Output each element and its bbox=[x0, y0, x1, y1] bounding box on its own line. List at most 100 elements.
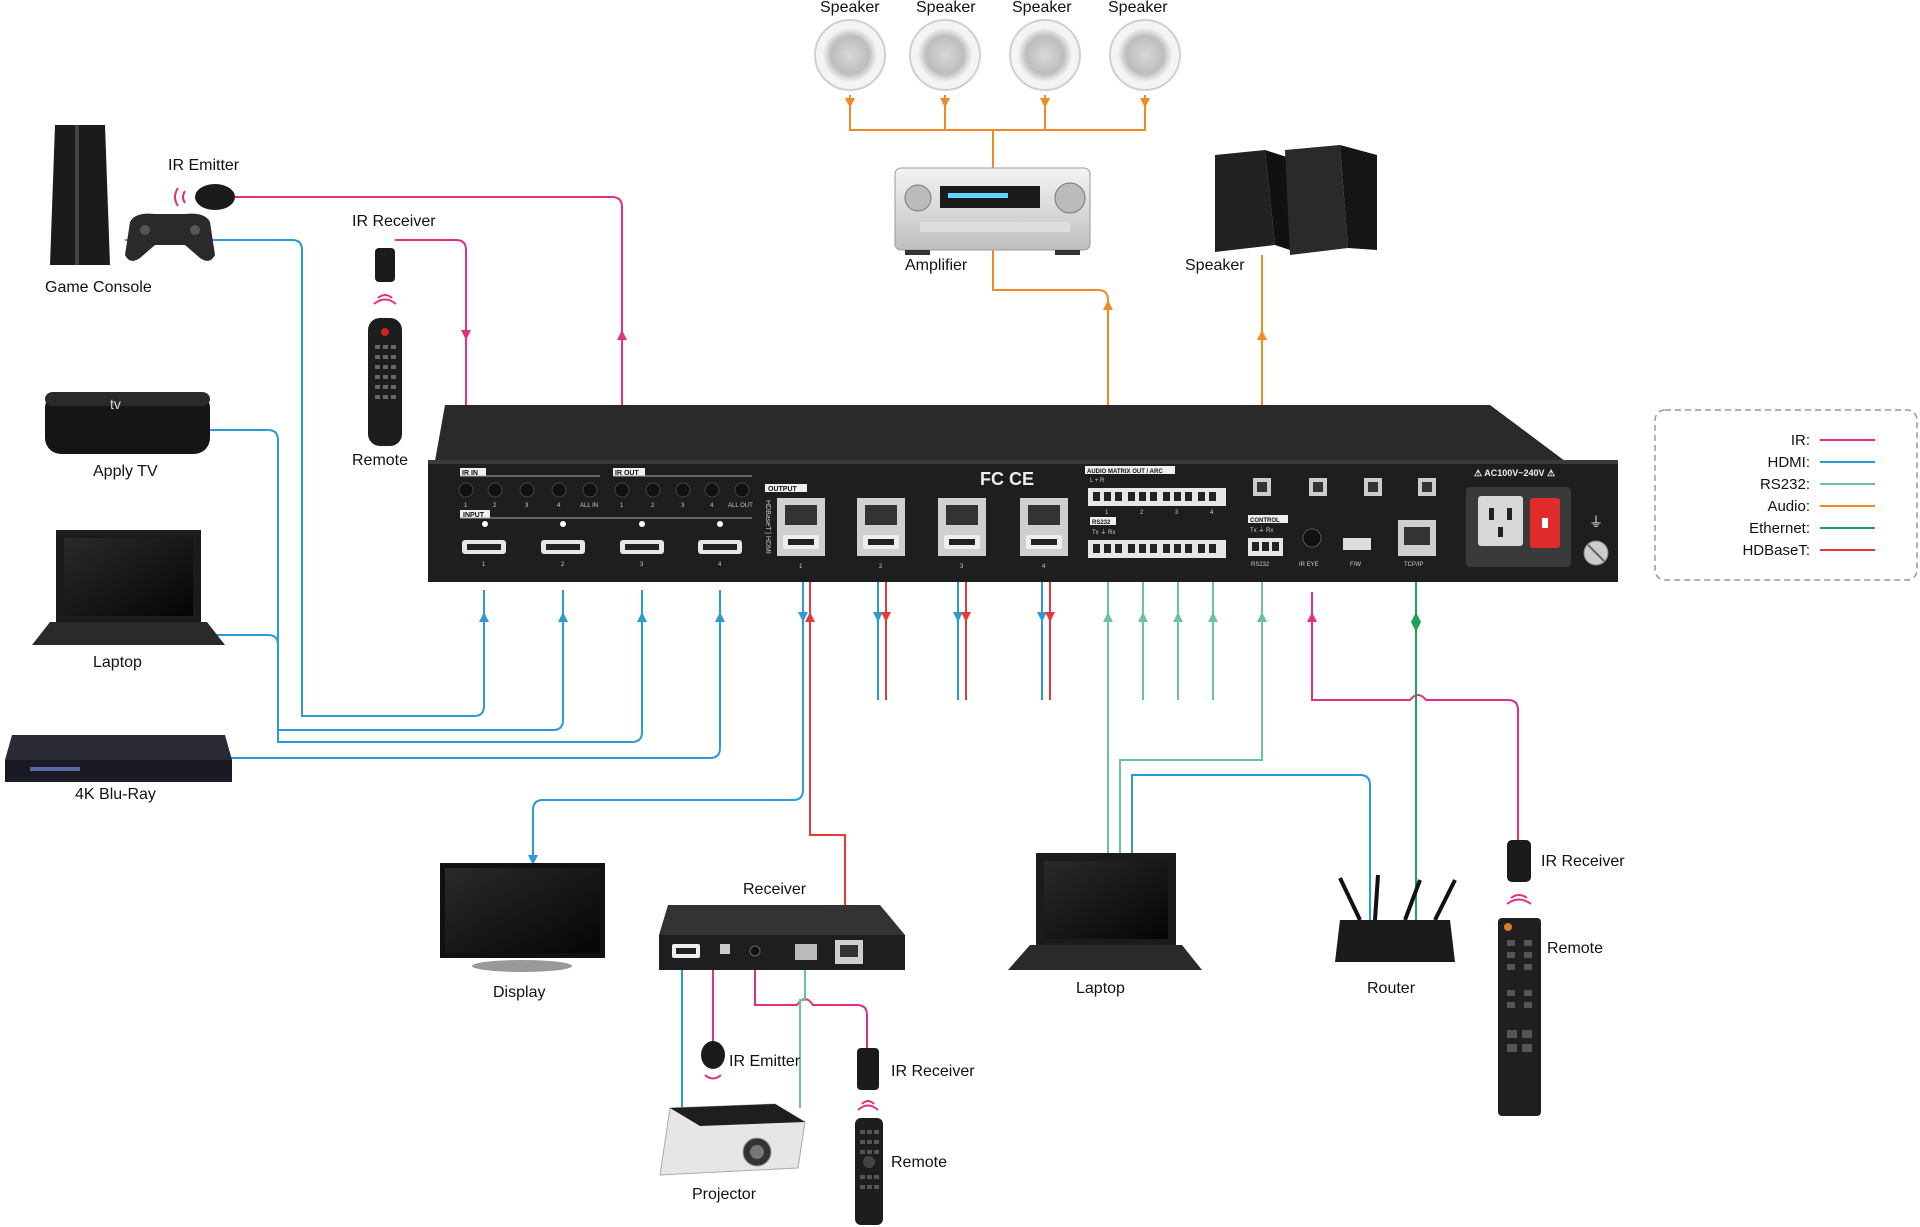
ir-out-label: IR OUT bbox=[615, 470, 639, 477]
ir-emitter-top: IR Emitter bbox=[168, 157, 240, 210]
remote-top: Remote bbox=[352, 318, 408, 469]
bluray-player: 4K Blu-Ray bbox=[5, 735, 232, 803]
audio-port-1: 1 bbox=[1105, 510, 1109, 516]
ir-receiver-top-label: IR Receiver bbox=[352, 213, 436, 230]
fw-label: F/W bbox=[1350, 562, 1361, 568]
ir-in-ports bbox=[458, 482, 598, 498]
output-port-3: 3 bbox=[960, 564, 964, 570]
input-label: INPUT bbox=[463, 512, 485, 519]
legend-items: IR: HDMI: RS232: Audio: Ethernet: HDBaseT: bbox=[1742, 432, 1875, 559]
ir-out-ports bbox=[614, 482, 750, 498]
router: Router bbox=[1335, 874, 1457, 997]
projector-label: Projector bbox=[692, 1186, 757, 1203]
remote-top-label: Remote bbox=[352, 452, 408, 469]
power-rating-label: ⚠ AC100V~240V ⚠ bbox=[1474, 468, 1555, 478]
speaker-label-1: Speaker bbox=[820, 0, 880, 16]
control-rs232-port: RS232 bbox=[1251, 562, 1270, 568]
apple-tv-logo: tv bbox=[110, 396, 121, 412]
control-tx-rx: Tx ⏚ Rx bbox=[1250, 527, 1273, 534]
laptop-bottom-label: Laptop bbox=[1076, 980, 1125, 997]
hdmi-input-ports bbox=[462, 521, 742, 554]
ir-receiver-right-label: IR Receiver bbox=[1541, 853, 1625, 870]
ir-in-port-3: 3 bbox=[525, 503, 529, 509]
ir-out-port-4: 4 bbox=[710, 503, 714, 509]
input-port-4: 4 bbox=[718, 562, 722, 568]
optical-audio-ports bbox=[1253, 478, 1436, 496]
amplifier-label: Amplifier bbox=[905, 257, 968, 274]
control-label: CONTROL bbox=[1250, 518, 1280, 524]
fc-ce-mark: FC CE bbox=[980, 469, 1034, 489]
ceiling-speaker-1: Speaker bbox=[814, 0, 886, 91]
game-console: Game Console bbox=[45, 125, 215, 296]
ir-receiver-right: IR Receiver bbox=[1506, 840, 1625, 905]
ir-emitter-bottom: IR Emitter bbox=[701, 1041, 801, 1080]
remote-right: Remote bbox=[1498, 918, 1603, 1116]
speaker-label-3: Speaker bbox=[1012, 0, 1072, 16]
display: Display bbox=[440, 863, 605, 1001]
ir-receiver-top: IR Receiver bbox=[352, 213, 436, 305]
projector: Projector bbox=[659, 1103, 806, 1203]
ir-emitter-top-label: IR Emitter bbox=[168, 157, 240, 174]
ir-out-port-3: 3 bbox=[681, 503, 685, 509]
audio-terminal-blocks bbox=[1088, 488, 1226, 506]
rs232-terminal-blocks bbox=[1088, 540, 1226, 558]
ceiling-speaker-2: Speaker bbox=[909, 0, 981, 91]
input-port-1: 1 bbox=[482, 562, 486, 568]
rs232-tx-rx: Tx ⏚ Rx bbox=[1092, 529, 1115, 536]
hdbaset-receiver: Receiver bbox=[659, 881, 905, 970]
display-label: Display bbox=[493, 984, 545, 1001]
ir-out-port-all: ALL OUT bbox=[728, 503, 753, 509]
input-port-3: 3 bbox=[640, 562, 644, 568]
laptop-left: Laptop bbox=[32, 530, 225, 671]
ir-out-port-1: 1 bbox=[620, 503, 624, 509]
ir-in-port-4: 4 bbox=[557, 503, 561, 509]
ceiling-speaker-4: Speaker bbox=[1108, 0, 1181, 91]
ir-receiver-bottom: IR Receiver bbox=[857, 1048, 975, 1111]
ir-in-port-2: 2 bbox=[493, 503, 497, 509]
hdbaset-hdmi-label: HDBaseT | HDMI bbox=[764, 500, 771, 554]
ir-eye-port bbox=[1302, 528, 1322, 548]
audio-matrix-label: AUDIO MATRIX OUT / ARC bbox=[1087, 469, 1163, 475]
legend-label-1: HDMI: bbox=[1768, 454, 1811, 471]
speaker-pair-label: Speaker bbox=[1185, 257, 1245, 274]
ceiling-speaker-3: Speaker bbox=[1009, 0, 1081, 91]
apple-tv: tv Apply TV bbox=[45, 392, 210, 480]
ir-emitter-bottom-label: IR Emitter bbox=[729, 1053, 801, 1070]
ir-receiver-bottom-label: IR Receiver bbox=[891, 1063, 975, 1080]
hdbaset-output-ports bbox=[777, 498, 1068, 556]
audio-port-4: 4 bbox=[1210, 510, 1214, 516]
usb-fw-port bbox=[1343, 538, 1371, 550]
legend-label-5: HDBaseT: bbox=[1742, 542, 1810, 559]
bluray-label: 4K Blu-Ray bbox=[75, 786, 156, 803]
ir-in-port-all: ALL IN bbox=[580, 503, 598, 509]
output-port-1: 1 bbox=[799, 564, 803, 570]
output-label: OUTPUT bbox=[768, 486, 798, 493]
audio-port-2: 2 bbox=[1140, 510, 1144, 516]
legend: IR: HDMI: RS232: Audio: Ethernet: HDBaseT: bbox=[1654, 409, 1918, 581]
legend-label-2: RS232: bbox=[1760, 476, 1810, 493]
legend-label-3: Audio: bbox=[1767, 498, 1810, 515]
ir-out-port-2: 2 bbox=[651, 503, 655, 509]
receiver-label: Receiver bbox=[743, 881, 807, 898]
remote-bottom: Remote bbox=[855, 1118, 947, 1225]
ground-icon: ⏚ bbox=[1589, 515, 1603, 531]
tcpip-label: TCP/IP bbox=[1404, 562, 1423, 568]
ir-in-port-1: 1 bbox=[464, 503, 468, 509]
input-port-2: 2 bbox=[561, 562, 565, 568]
speaker-label-4: Speaker bbox=[1108, 0, 1168, 16]
hdbaset-cables bbox=[809, 560, 1051, 940]
legend-label-4: Ethernet: bbox=[1749, 520, 1810, 537]
matrix-switcher: IR IN 1 2 3 4 ALL IN IR OUT 1 2 3 4 ALL … bbox=[428, 405, 1618, 582]
remote-bottom-label: Remote bbox=[891, 1154, 947, 1171]
audio-port-3: 3 bbox=[1175, 510, 1179, 516]
ir-eye-label: IR EYE bbox=[1299, 562, 1319, 568]
remote-right-label: Remote bbox=[1547, 940, 1603, 957]
hdmi-cables bbox=[125, 239, 1371, 1109]
legend-label-0: IR: bbox=[1791, 432, 1810, 449]
laptop-left-label: Laptop bbox=[93, 654, 142, 671]
speaker-label-2: Speaker bbox=[916, 0, 976, 16]
rs232-cables bbox=[799, 550, 1263, 1108]
game-console-label: Game Console bbox=[45, 279, 152, 296]
router-label: Router bbox=[1367, 980, 1416, 997]
